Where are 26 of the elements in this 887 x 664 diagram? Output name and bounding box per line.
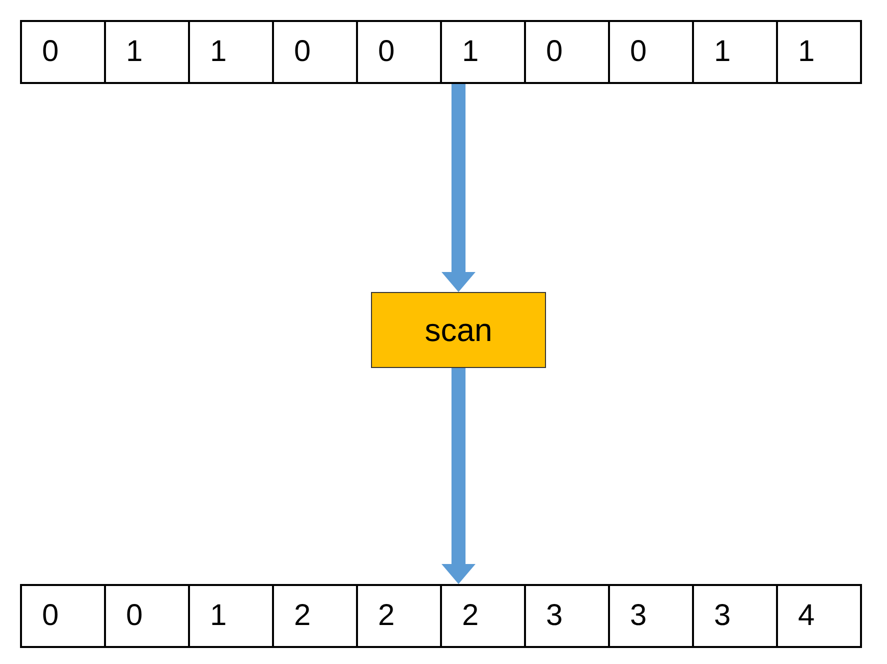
cell-value: 1 (714, 35, 731, 69)
cell-value: 0 (126, 599, 143, 633)
array-bar (20, 584, 862, 648)
cell-value: 1 (126, 35, 143, 69)
cell-value: 1 (798, 35, 815, 69)
cell-value: 4 (798, 599, 815, 633)
cell-value: 0 (630, 35, 647, 69)
arrow (442, 368, 476, 584)
arrow (442, 84, 476, 292)
cell-value: 1 (210, 599, 227, 633)
cell-value: 3 (546, 599, 563, 633)
cell-value: 0 (42, 35, 59, 69)
cell-value: 2 (294, 599, 311, 633)
cell-value: 0 (294, 35, 311, 69)
cell-value: 0 (546, 35, 563, 69)
cell-value: 0 (378, 35, 395, 69)
cell-value: 3 (714, 599, 731, 633)
process-box (371, 292, 546, 368)
cell-value: 1 (210, 35, 227, 69)
cell-value: 1 (462, 35, 479, 69)
process-label: scan (424, 312, 492, 348)
array-bar (20, 20, 862, 84)
cell-value: 2 (462, 599, 479, 633)
cell-value: 2 (378, 599, 395, 633)
cell-value: 3 (630, 599, 647, 633)
cell-value: 0 (42, 599, 59, 633)
